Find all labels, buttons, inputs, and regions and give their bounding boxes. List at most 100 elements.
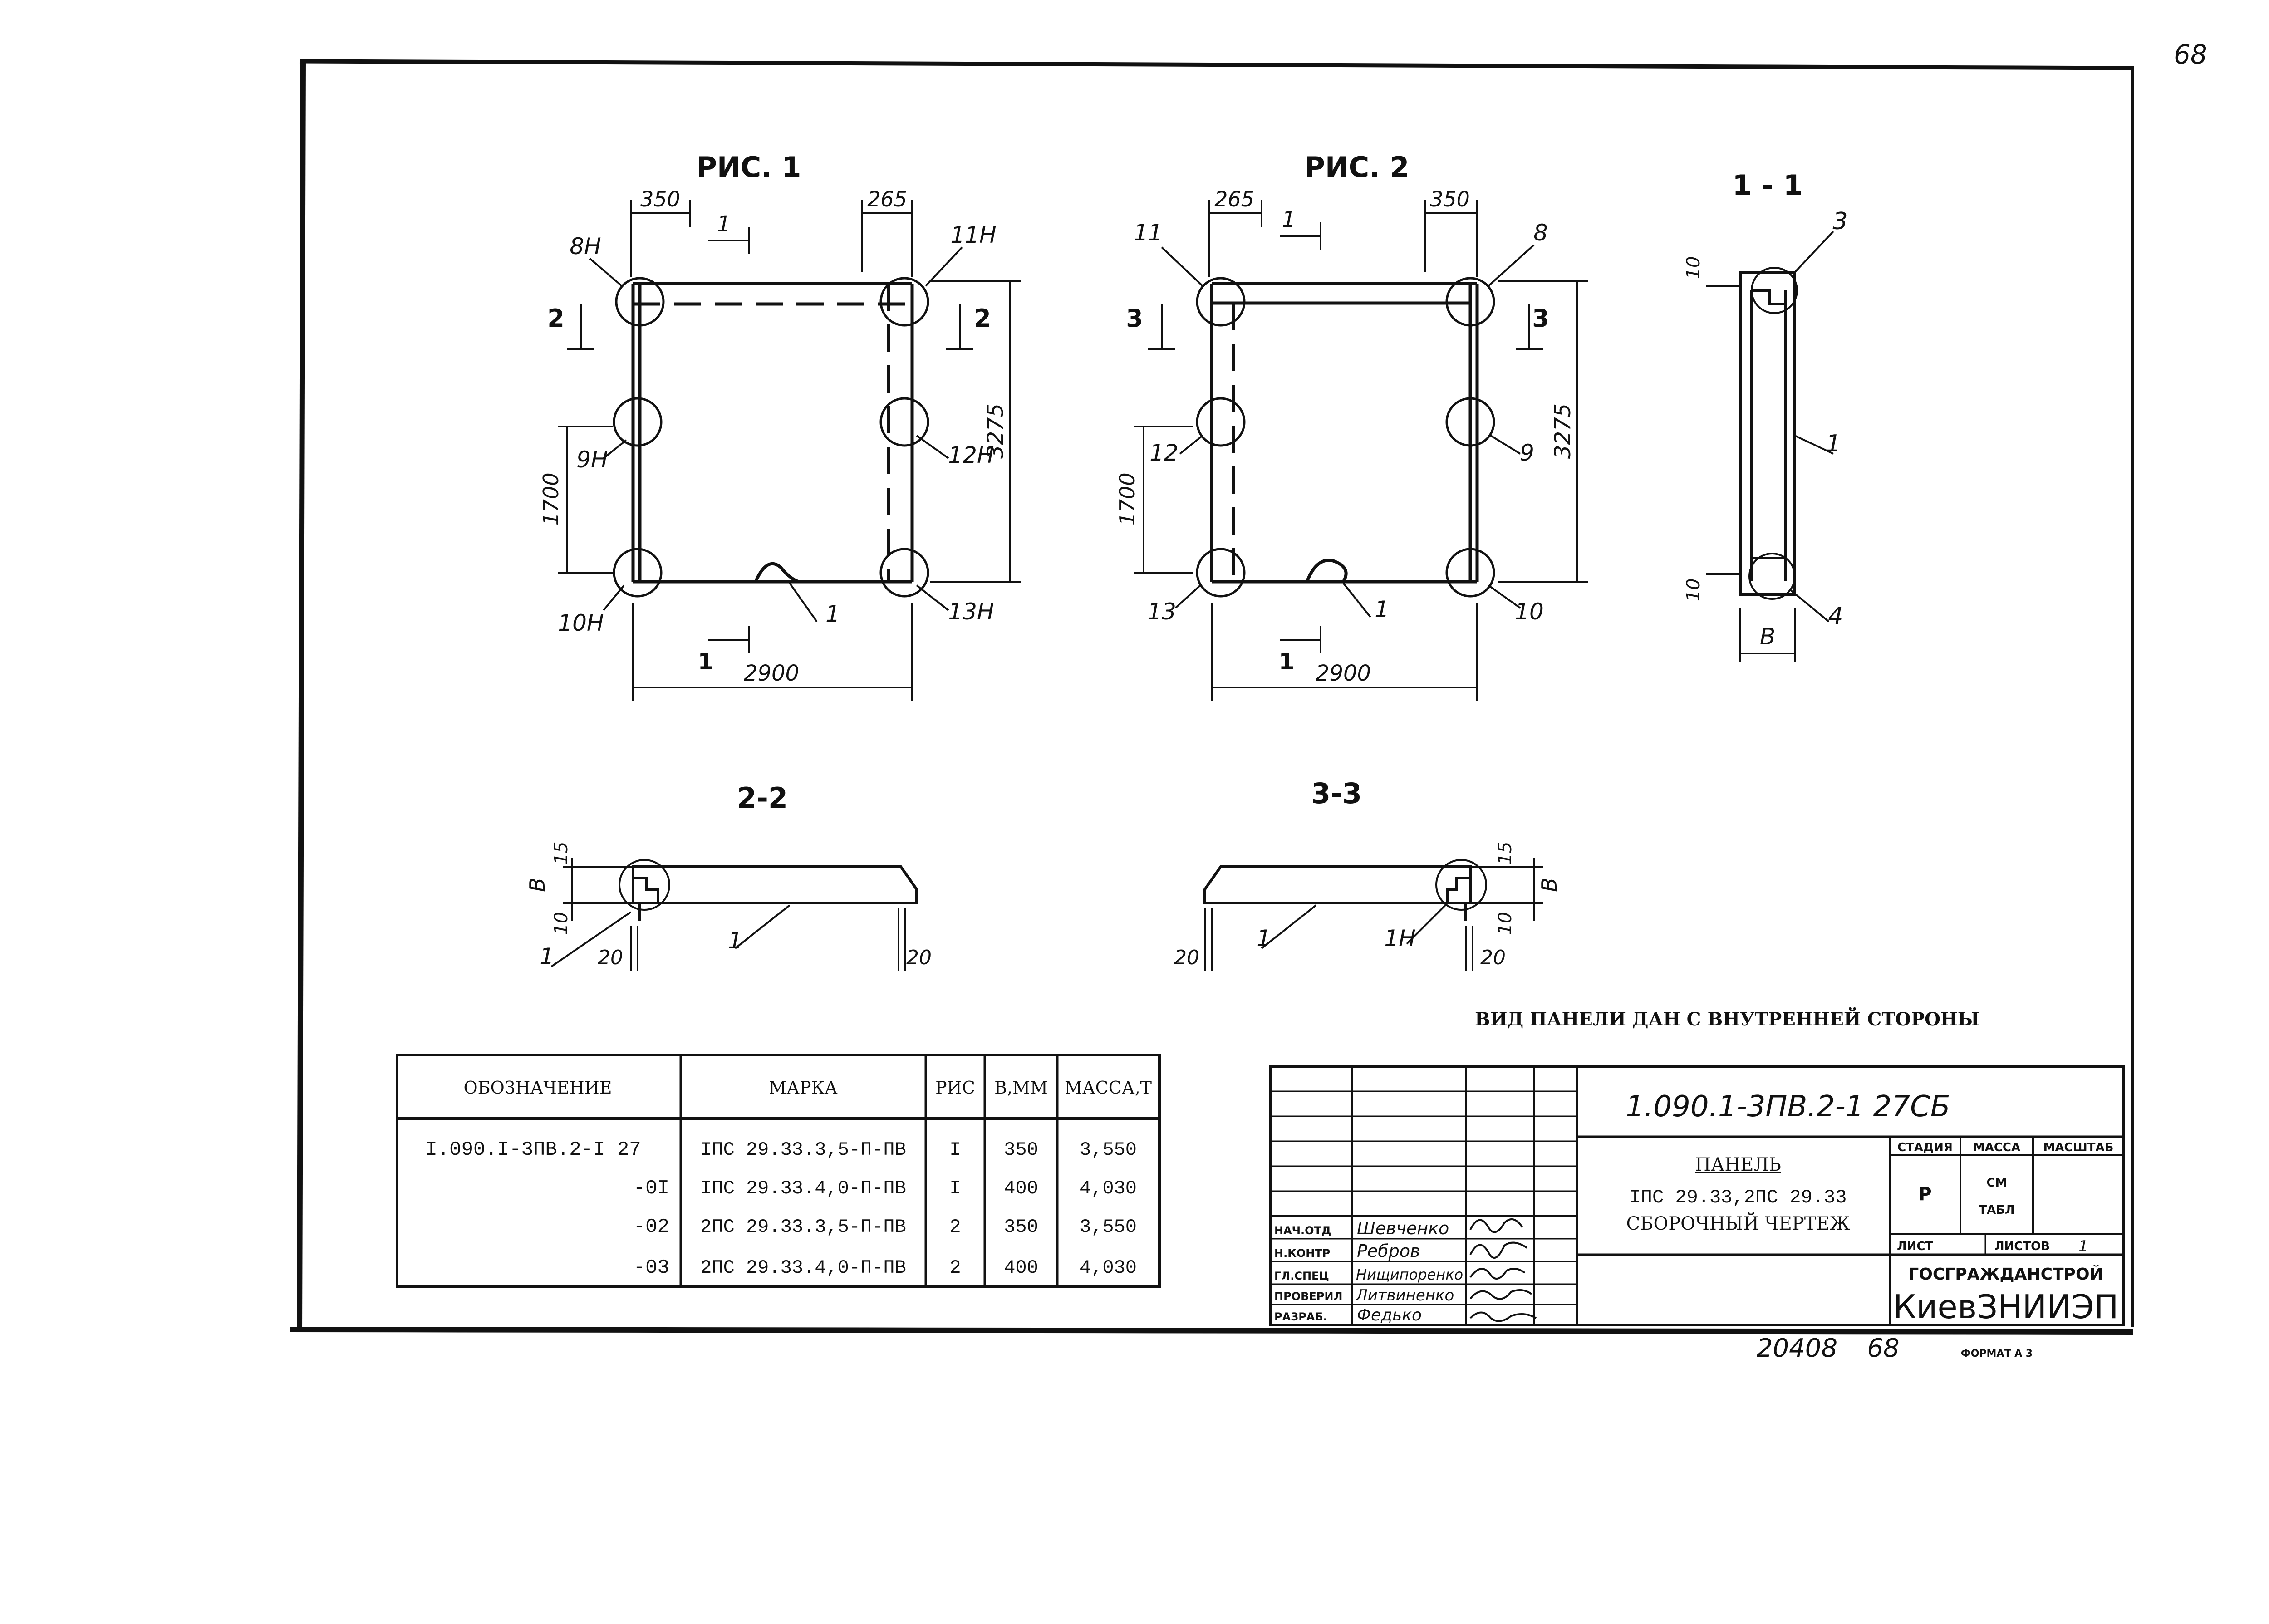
table-cell: 2ПС 29.33.4,0-П-ПВ [700,1257,906,1279]
person-name: Ребров [1357,1241,1420,1261]
sec11-title: 1 - 1 [1732,169,1802,202]
role-label: НАЧ.ОТД [1274,1224,1331,1237]
person-name: Шевченко [1357,1218,1449,1238]
sec22-mark-b: 1 [728,927,742,954]
sec33-title: 3-3 [1311,777,1362,810]
person-name: Нищипоренко [1356,1266,1463,1283]
fig1-dim-bottom: 2900 [744,661,799,686]
fig1-dim-left-top: 350 [640,187,680,211]
sheet-label: ЛИСТ [1897,1240,1933,1253]
fig1: РИС. 1 [539,151,1021,701]
fig2-mark-tl: 11 [1134,220,1163,246]
table-row: -02 2ПС 29.33.3,5-П-ПВ 2 350 3,550 [634,1216,1137,1238]
sec22-dim-20b: 20 [906,946,932,969]
sec22-dim-15: 15 [551,842,572,865]
role-label: ПРОВЕРИЛ [1274,1290,1342,1303]
sec11-mark-top: 3 [1832,208,1847,235]
fig1-mark-mr: 12Н [948,442,994,468]
sec33-dim-20a: 20 [1174,946,1199,969]
sec33-dim-20b: 20 [1480,946,1506,969]
drawing-name-line2: IПС 29.33,2ПС 29.33 [1630,1187,1847,1208]
sheet-frame [290,59,2134,1335]
drawing-name-line3: СБОРОЧНЫЙ ЧЕРТЕЖ [1626,1212,1850,1234]
sec11-dim-top: 10 [1683,256,1704,280]
signature-roles: НАЧ.ОТД Н.КОНТР ГЛ.СПЕЦ ПРОВЕРИЛ РАЗРАБ. [1274,1224,1342,1323]
fig1-dim-left: 1700 [539,472,563,525]
table-cell: 2 [949,1257,961,1279]
role-label: РАЗРАБ. [1274,1310,1327,1323]
fig2-dim-left-top: 265 [1214,187,1254,211]
fig2-section-bottom: 1 [1279,648,1295,675]
table-cell: I [949,1178,961,1199]
fig1-mark-br: 13Н [948,599,994,625]
table-row: -0I IПС 29.33.4,0-П-ПВ I 400 4,030 [634,1177,1137,1200]
table-cell: 4,030 [1080,1178,1137,1199]
table-cell: 3,550 [1080,1139,1137,1161]
stage-label: СТАДИЯ [1897,1141,1953,1154]
table-cell: 2ПС 29.33.3,5-П-ПВ [700,1216,906,1238]
drawing-code: 1.090.1-3ПВ.2-1 27СБ [1626,1090,1950,1124]
fig1-mark-bl: 10Н [558,610,604,636]
table-row: -03 2ПС 29.33.4,0-П-ПВ 2 400 4,030 [634,1256,1137,1279]
fig1-title: РИС. 1 [696,151,801,184]
sec11-mark-bottom: 4 [1828,603,1843,630]
page-number: 68 [2174,39,2207,70]
person-name: Федько [1357,1306,1422,1325]
org-line1: ГОСГРАЖДАНСТРОЙ [1908,1265,2103,1284]
fig2-dim-bottom: 2900 [1316,661,1371,686]
fig1-dim-height: 3275 [983,403,1008,459]
fig2-mark-ml: 12 [1149,440,1179,466]
fig2-mark-mr: 9 [1520,440,1534,466]
fig2-dim-height: 3275 [1550,403,1576,459]
table-cell: 400 [1004,1178,1038,1199]
table-cell: 350 [1004,1216,1038,1238]
footer-number: 20408 [1757,1334,1837,1363]
role-label: Н.КОНТР [1274,1247,1330,1260]
table-cell: IПС 29.33.3,5-П-ПВ [700,1139,906,1161]
sec33-dim-B: В [1537,878,1562,892]
table-cell: 400 [1004,1257,1038,1279]
table-header-b: В,ММ [994,1078,1048,1098]
title-block: 1.090.1-3ПВ.2-1 27СБ ПАНЕЛЬ IПС 29.33,2П… [1269,1065,2125,1326]
table-cell: -02 [634,1216,669,1238]
stage-value: Р [1918,1184,1931,1205]
fig1-section-top: 1 [717,211,731,237]
fig2-mark-br: 10 [1515,599,1544,625]
table-cell: -03 [634,1256,669,1279]
sec33-mark-b: 1Н [1384,925,1415,952]
table-cell: IПС 29.33.4,0-П-ПВ [700,1178,906,1199]
sec33-dim-15: 15 [1495,842,1516,865]
table-header-mark: МАРКА [769,1078,838,1098]
table-cell: I [949,1139,961,1161]
view-note: ВИД ПАНЕЛИ ДАН С ВНУТРЕННЕЙ СТОРОНЫ [1475,1007,1979,1030]
fig2-section-top: 1 [1282,207,1296,232]
person-name: Литвиненко [1355,1286,1454,1305]
signature-scribbles [1469,1218,1537,1322]
sec11-mark-mid: 1 [1826,430,1841,457]
fig1-mark-tr: 11Н [950,222,996,248]
sec33-mark-a: 1 [1257,925,1271,952]
sec22-dim-10: 10 [551,912,572,935]
section-3-3: 3-3 15 В 10 20 20 1 1Н [1174,777,1562,971]
sheets-value: 1 [2078,1237,2088,1256]
sec11-width: В [1760,623,1775,650]
fig2-title: РИС. 2 [1304,151,1409,184]
drawing-name-line1: ПАНЕЛЬ [1695,1154,1781,1175]
section-1-1: 1 - 1 10 10 В 3 1 4 [1683,169,1848,662]
signature-names: Шевченко Ребров Нищипоренко Литвиненко Ф… [1355,1218,1463,1325]
mass-value-2: ТАБЛ [1979,1203,2014,1217]
sec33-dim-10: 10 [1495,912,1516,935]
sec22-mark-a: 1 [540,943,554,970]
footer-page: 68 [1867,1334,1899,1363]
spec-table: ОБОЗНАЧЕНИЕ МАРКА РИС В,ММ МАССА,Т I.090… [396,1054,1161,1288]
fig1-section-right: 2 [974,304,991,333]
section-2-2: 2-2 15 В 10 20 20 1 1 [525,781,932,971]
table-cell: 4,030 [1080,1257,1137,1279]
table-row: I.090.I-3ПВ.2-I 27 IПС 29.33.3,5-П-ПВ I … [425,1138,1137,1161]
fig1-mark-tl: 8Н [570,233,601,260]
footer-format: ФОРМАТ А 3 [1961,1348,2033,1359]
sec11-dim-bottom: 10 [1683,579,1704,602]
org-line2: КиевЗНИИЭП [1893,1288,2118,1326]
table-header-fig: РИС [935,1078,975,1098]
